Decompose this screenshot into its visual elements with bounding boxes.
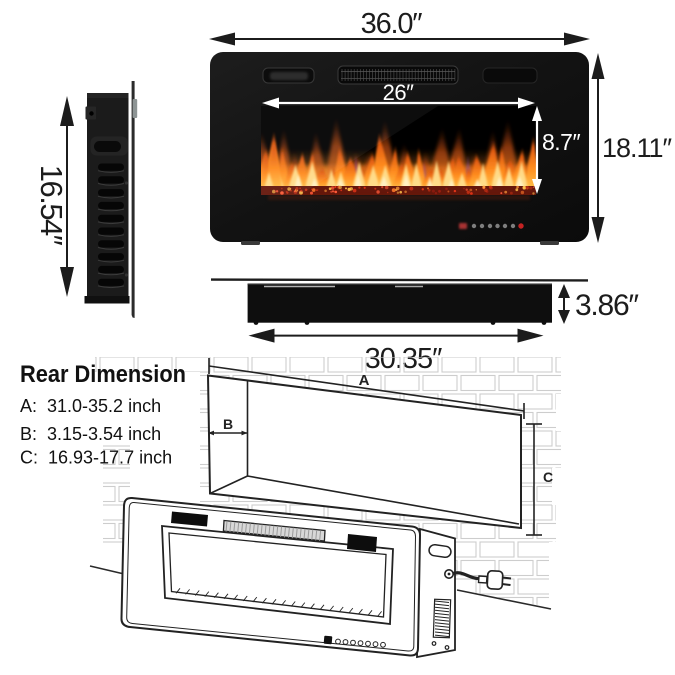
svg-text:8.7″: 8.7″ (542, 129, 580, 155)
svg-text:26″: 26″ (383, 80, 414, 105)
svg-text:Rear Dimension: Rear Dimension (20, 361, 186, 388)
svg-text:A: A (359, 372, 370, 389)
svg-text:36.0″: 36.0″ (361, 8, 423, 40)
svg-text:B: B (223, 416, 233, 432)
svg-text:16.54″: 16.54″ (34, 165, 69, 246)
svg-text:C: 16.93-17.7 inch: C: 16.93-17.7 inch (20, 448, 172, 468)
svg-text:C: C (543, 469, 553, 485)
svg-text:B: 3.15-3.54 inch: B: 3.15-3.54 inch (20, 424, 161, 444)
svg-text:3.86″: 3.86″ (575, 289, 639, 322)
svg-text:18.11″: 18.11″ (602, 133, 673, 163)
svg-text:A: 31.0-35.2 inch: A: 31.0-35.2 inch (20, 396, 161, 416)
